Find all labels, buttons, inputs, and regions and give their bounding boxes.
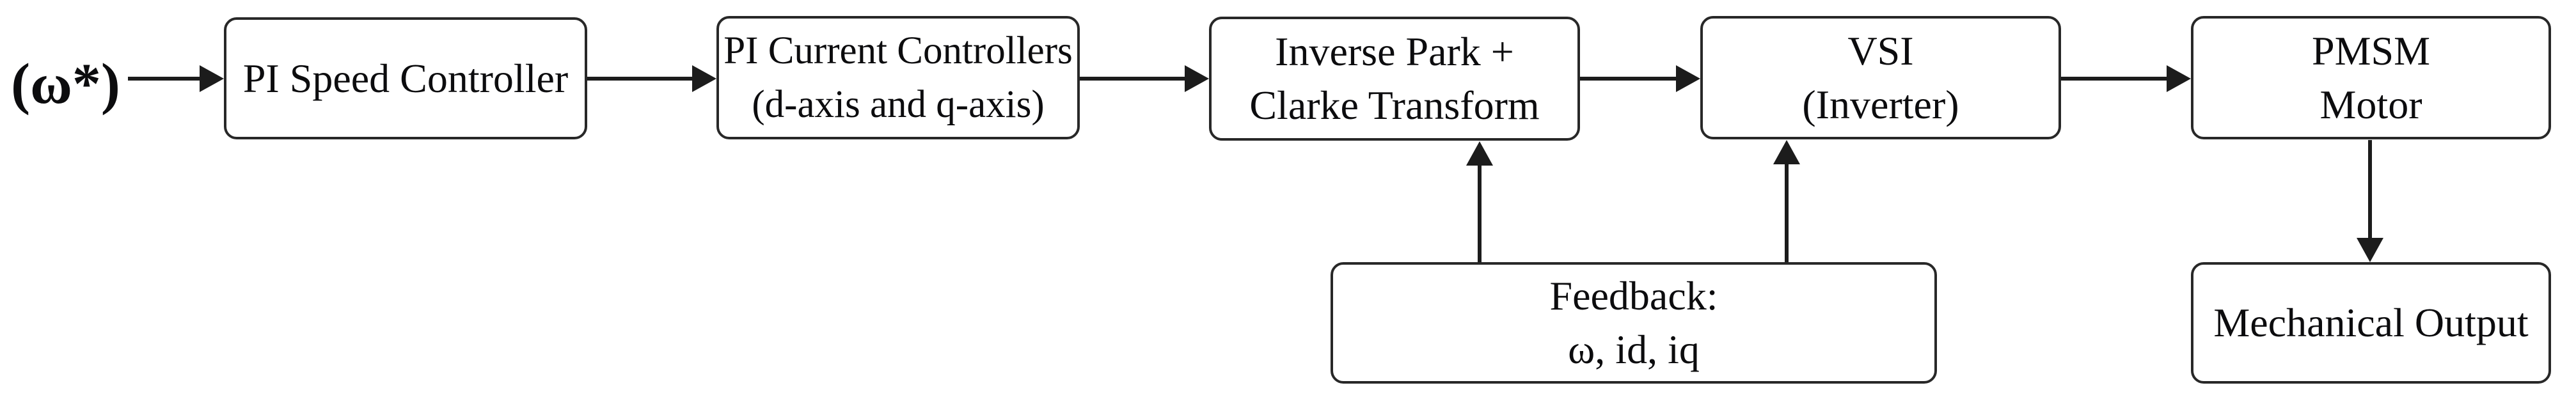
block-label: ω, id, iq: [1568, 327, 1700, 372]
block-label: (d-axis and q-axis): [752, 82, 1045, 126]
block-label: VSI: [1847, 27, 1914, 74]
connector-feedback-to-inverse-park: [1466, 141, 1493, 262]
connector-inverse-park-to-vsi: [1580, 65, 1700, 92]
connector-line: [1478, 162, 1482, 262]
connector-input-to-pi-speed: [128, 65, 224, 92]
block-label: Mechanical Output: [2213, 300, 2529, 345]
arrowhead-right-icon: [200, 65, 224, 92]
arrowhead-right-icon: [1676, 65, 1700, 92]
arrowhead-up-icon: [1466, 141, 1493, 166]
connector-pi-speed-to-pi-current: [587, 65, 716, 92]
connector-vsi-to-pmsm: [2061, 65, 2191, 92]
connector-pmsm-to-mechanical-output: [2357, 140, 2383, 262]
connector-line: [2061, 77, 2170, 81]
block-label: Inverse Park +: [1275, 29, 1514, 74]
block-label: Motor: [2319, 81, 2422, 127]
arrowhead-right-icon: [1185, 65, 1209, 92]
block-label: (Inverter): [1802, 81, 1959, 127]
connector-pi-current-to-inverse-park: [1080, 65, 1209, 92]
block-pi-speed-controller: PI Speed Controller: [224, 17, 587, 139]
block-pmsm-motor: PMSM Motor: [2191, 16, 2551, 139]
arrowhead-up-icon: [1773, 140, 1800, 164]
block-mechanical-output: Mechanical Output: [2191, 262, 2551, 384]
arrowhead-down-icon: [2357, 238, 2383, 262]
block-vsi-inverter: VSI (Inverter): [1700, 16, 2061, 139]
block-label: Feedback:: [1549, 273, 1718, 318]
connector-line: [2368, 140, 2372, 242]
block-pi-current-controllers: PI Current Controllers (d-axis and q-axi…: [716, 16, 1080, 139]
connector-line: [1080, 77, 1189, 81]
block-feedback: Feedback: ω, id, iq: [1331, 262, 1937, 384]
connector-feedback-to-vsi: [1773, 140, 1800, 262]
block-label: PI Speed Controller: [242, 55, 569, 101]
connector-line: [1785, 160, 1789, 262]
connector-line: [128, 77, 203, 81]
arrowhead-right-icon: [2167, 65, 2191, 92]
block-inverse-park-clarke-transform: Inverse Park + Clarke Transform: [1209, 17, 1580, 141]
arrowhead-right-icon: [692, 65, 716, 92]
speed-reference-label: (ω*): [11, 52, 120, 116]
block-label: Clarke Transform: [1249, 82, 1540, 128]
connector-line: [587, 77, 696, 81]
connector-line: [1580, 77, 1680, 81]
block-label: PI Current Controllers: [723, 29, 1073, 72]
block-label: PMSM: [2312, 27, 2430, 74]
